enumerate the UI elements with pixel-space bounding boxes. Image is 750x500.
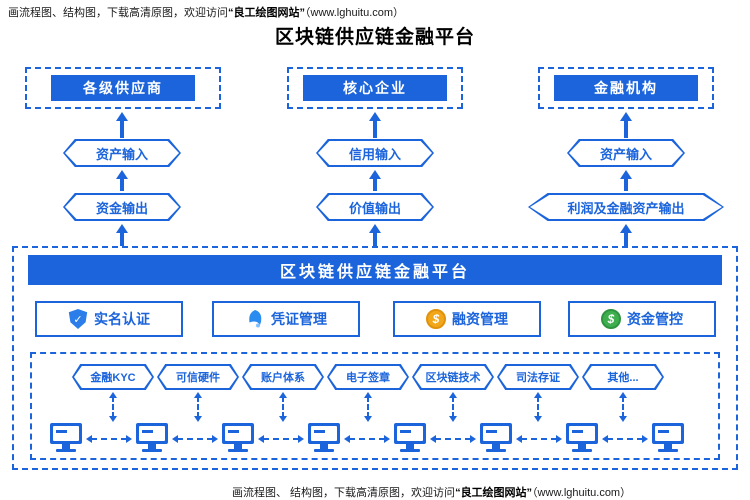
flow-arrow-up-icon — [619, 170, 633, 191]
hex-tech-account-system: 账户体系 — [242, 364, 324, 390]
dashed-arrow-vertical — [192, 392, 204, 422]
watermark-top: 画流程图、结构图，下载高清原图，欢迎访问“良工绘图网站”（www.lghuitu… — [8, 4, 404, 20]
dashed-arrow-vertical — [447, 392, 459, 422]
computer-icon — [134, 423, 170, 455]
hex-tech-other: 其他... — [582, 364, 664, 390]
dashed-arrow-horizontal — [430, 433, 476, 445]
watermark-brand: “良工绘图网站” — [228, 7, 305, 19]
hex-funds-output: 资金输出 — [63, 193, 181, 221]
hex-tech-e-signature: 电子签章 — [327, 364, 409, 390]
gold-coin-icon: $ — [426, 309, 446, 329]
watermark-brand: “良工绘图网站” — [455, 487, 533, 499]
entity-core-enterprise: 核心企业 — [303, 75, 447, 101]
computer-icon — [478, 423, 514, 455]
computer-icon — [392, 423, 428, 455]
computer-icon — [306, 423, 342, 455]
platform-header: 区块链供应链金融平台 — [28, 255, 722, 285]
hex-label: 可信硬件 — [176, 372, 220, 384]
hex-label: 其他... — [607, 372, 639, 384]
watermark-bottom: 画流程图、 结构图，下载高清原图，欢迎访问“良工绘图网站”（www.lghuit… — [232, 484, 631, 500]
feature-label: 凭证管理 — [271, 311, 327, 327]
flow-arrow-up-icon — [115, 224, 129, 246]
hex-label: 资产输入 — [599, 146, 652, 162]
financial-institution-dashed-frame: 金融机构 — [538, 67, 714, 109]
hex-value-output: 价值输出 — [316, 193, 434, 221]
computer-icon — [220, 423, 256, 455]
hex-label: 账户体系 — [261, 372, 305, 384]
flow-arrow-up-icon — [115, 170, 129, 191]
feature-financing-management: $ 融资管理 — [393, 301, 541, 337]
hex-label: 资产输入 — [95, 146, 148, 162]
flow-arrow-up-icon — [619, 224, 633, 246]
dashed-arrow-vertical — [362, 392, 374, 422]
watermark-url: （www.lghuitu.com） — [305, 7, 405, 19]
dashed-arrow-vertical — [107, 392, 119, 422]
technology-dashed-frame — [30, 352, 720, 460]
feature-label: 融资管理 — [452, 311, 508, 327]
dashed-arrow-horizontal — [86, 433, 132, 445]
dashed-arrow-horizontal — [602, 433, 648, 445]
watermark-url: （www.lghuitu.com） — [532, 487, 632, 499]
hex-profit-output: 利润及金融资产输出 — [528, 193, 724, 221]
hex-label: 司法存证 — [516, 372, 560, 384]
hex-label: 电子签章 — [346, 372, 390, 384]
dashed-arrow-vertical — [277, 392, 289, 422]
watermark-text: 画流程图、 结构图，下载高清原图，欢迎访问 — [232, 487, 456, 499]
dashed-arrow-vertical — [532, 392, 544, 422]
feature-funds-control: $ 资金管控 — [568, 301, 716, 337]
hex-label: 金融KYC — [90, 372, 136, 384]
hex-tech-kyc: 金融KYC — [72, 364, 154, 390]
platform-dashed-frame — [12, 246, 738, 470]
hex-label: 价值输出 — [348, 200, 401, 216]
dashed-arrow-horizontal — [172, 433, 218, 445]
feature-label: 实名认证 — [94, 311, 150, 327]
feature-label: 资金管控 — [627, 311, 683, 327]
core-enterprise-dashed-frame: 核心企业 — [287, 67, 463, 109]
hex-label: 信用输入 — [348, 146, 401, 162]
hex-asset-input-financial: 资产输入 — [567, 139, 685, 167]
watermark-text: 画流程图、结构图，下载高清原图，欢迎访问 — [8, 7, 228, 19]
hex-credit-input: 信用输入 — [316, 139, 434, 167]
flow-arrow-up-icon — [368, 112, 382, 138]
voucher-icon — [245, 309, 265, 329]
suppliers-dashed-frame: 各级供应商 — [25, 67, 221, 109]
hex-label: 区块链技术 — [425, 372, 481, 384]
hex-asset-input-suppliers: 资产输入 — [63, 139, 181, 167]
shield-check-icon: ✓ — [68, 309, 88, 329]
computer-icon — [650, 423, 686, 455]
flow-arrow-up-icon — [368, 224, 382, 246]
feature-voucher-management: 凭证管理 — [212, 301, 360, 337]
dashed-arrow-horizontal — [258, 433, 304, 445]
computer-icon — [564, 423, 600, 455]
green-coin-icon: $ — [601, 309, 621, 329]
flow-arrow-up-icon — [619, 112, 633, 138]
diagram-title: 区块链供应链金融平台 — [274, 27, 475, 48]
dashed-arrow-horizontal — [344, 433, 390, 445]
hex-label: 利润及金融资产输出 — [567, 200, 685, 216]
entity-suppliers: 各级供应商 — [51, 75, 195, 101]
hex-tech-trusted-hardware: 可信硬件 — [157, 364, 239, 390]
feature-real-name-auth: ✓ 实名认证 — [35, 301, 183, 337]
hex-tech-judicial-deposit: 司法存证 — [497, 364, 579, 390]
hex-label: 资金输出 — [95, 200, 148, 216]
hex-tech-blockchain: 区块链技术 — [412, 364, 494, 390]
flow-arrow-up-icon — [368, 170, 382, 191]
entity-financial-institution: 金融机构 — [554, 75, 698, 101]
dashed-arrow-horizontal — [516, 433, 562, 445]
computer-icon — [48, 423, 84, 455]
dashed-arrow-vertical — [617, 392, 629, 422]
flow-arrow-up-icon — [115, 112, 129, 138]
